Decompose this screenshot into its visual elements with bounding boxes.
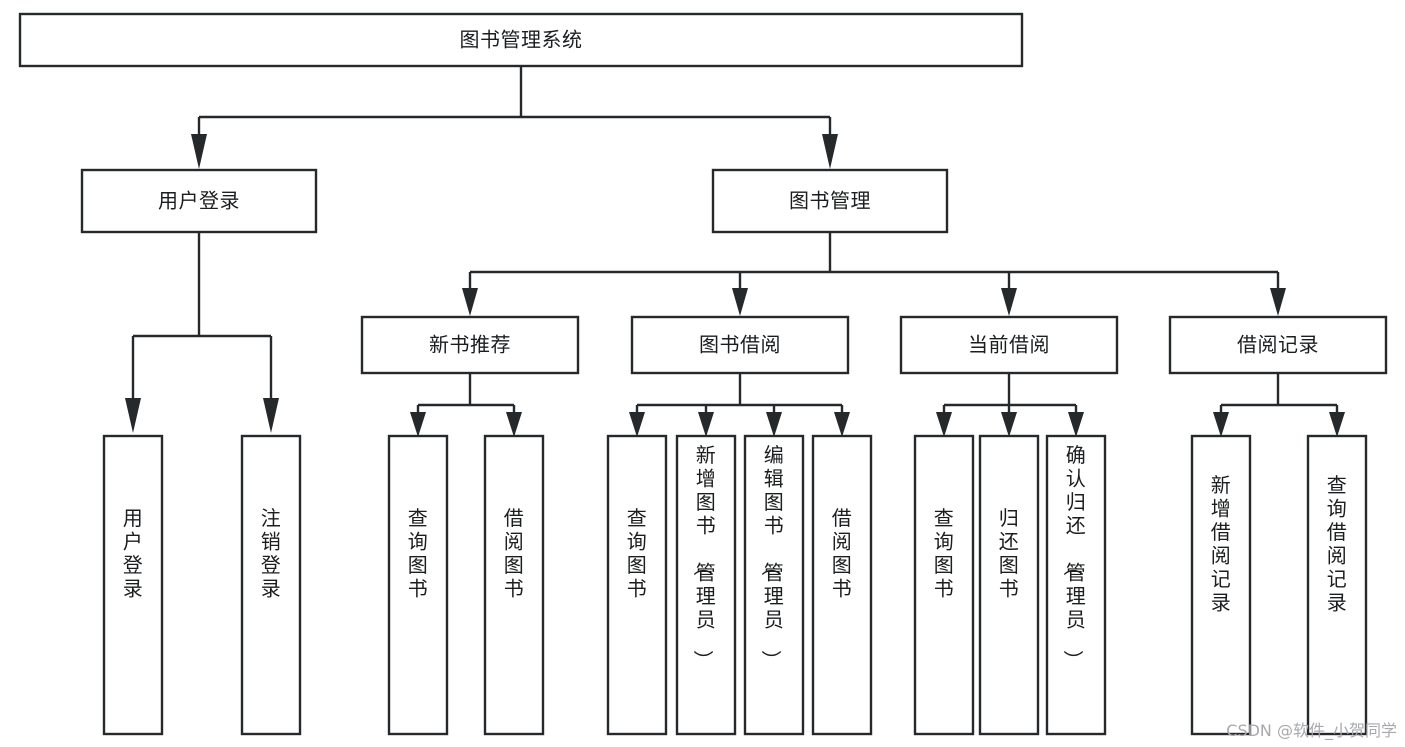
node-leaf-user-login-box[interactable]	[102, 434, 164, 736]
arrowhead-newbookrec	[462, 288, 478, 316]
node-user-login-label: 用户登录	[158, 189, 240, 213]
node-leaf-query-book-3-box[interactable]	[913, 434, 975, 736]
arrowhead-bookmanage	[822, 134, 838, 169]
arrowhead-leaf-add-book	[698, 412, 714, 437]
node-borrow-record-label: 借阅记录	[1237, 333, 1319, 357]
node-leaf-edit-book-box[interactable]	[743, 434, 805, 736]
arrowhead-currentborrow	[1001, 288, 1017, 316]
node-leaf-add-record-box[interactable]	[1190, 434, 1252, 736]
node-leaf-borrow-book-2[interactable]: 借阅图书	[811, 434, 873, 736]
node-user-login-box[interactable]	[80, 168, 318, 234]
node-user-login[interactable]: 用户登录	[80, 168, 318, 234]
node-leaf-borrow-book-2-label: 借阅图书	[832, 506, 853, 601]
edges-layer	[125, 66, 1345, 437]
arrowhead-leaf-query-record	[1329, 412, 1345, 437]
node-book-manage-label: 图书管理	[789, 189, 871, 213]
node-leaf-query-book-3-label: 查询图书	[934, 506, 955, 601]
node-leaf-query-record-label: 查询借阅记录	[1327, 473, 1348, 615]
node-leaf-query-book-1[interactable]: 查询图书	[387, 434, 449, 736]
node-new-book-rec[interactable]: 新书推荐	[360, 315, 580, 375]
arrowhead-leaf-query-book-2	[629, 412, 645, 437]
node-leaf-add-record[interactable]: 新增借阅记录	[1190, 434, 1252, 736]
node-root-box[interactable]	[18, 12, 1024, 68]
node-leaf-confirm-return[interactable]: 确认归还（管理员）	[1045, 434, 1107, 736]
node-leaf-query-book-1-box[interactable]	[387, 434, 449, 736]
node-book-borrow[interactable]: 图书借阅	[630, 315, 850, 375]
node-leaf-borrow-book-1-label: 借阅图书	[504, 506, 525, 601]
node-current-borrow-label: 当前借阅	[968, 333, 1050, 357]
node-leaf-user-login-label: 用户登录	[123, 506, 144, 601]
arrowhead-leaf-query-book-3	[936, 412, 952, 437]
node-current-borrow[interactable]: 当前借阅	[899, 315, 1119, 375]
node-root[interactable]: 图书管理系统	[18, 12, 1024, 68]
node-leaf-return-book-label: 归还图书	[999, 506, 1020, 601]
node-current-borrow-box[interactable]	[899, 315, 1119, 375]
node-leaf-logout-box[interactable]	[240, 434, 302, 736]
node-leaf-return-book[interactable]: 归还图书	[978, 434, 1040, 736]
node-leaf-borrow-book-1[interactable]: 借阅图书	[483, 434, 545, 736]
arrowhead-userlogin	[191, 134, 207, 169]
node-leaf-query-book-3[interactable]: 查询图书	[913, 434, 975, 736]
arrowhead-bookborrow	[732, 288, 748, 316]
node-leaf-query-record[interactable]: 查询借阅记录	[1306, 434, 1368, 736]
arrowhead-leaf-user-login	[125, 398, 141, 433]
node-leaf-borrow-book-1-box[interactable]	[483, 434, 545, 736]
arrowhead-leaf-add-record	[1213, 412, 1229, 437]
arrowhead-borrowrecord	[1270, 288, 1286, 316]
arrowhead-leaf-borrow-book-2	[834, 412, 850, 437]
node-leaf-return-book-box[interactable]	[978, 434, 1040, 736]
node-new-book-rec-label: 新书推荐	[429, 333, 511, 357]
node-leaf-edit-book-label: 编辑图书（管理员）	[759, 443, 785, 671]
arrowhead-leaf-return-book	[1001, 412, 1017, 437]
node-leaf-add-record-label: 新增借阅记录	[1211, 473, 1232, 615]
node-leaf-add-book[interactable]: 新增图书（管理员）	[675, 434, 737, 736]
node-book-borrow-box[interactable]	[630, 315, 850, 375]
node-leaf-confirm-return-label: 确认归还（管理员）	[1061, 443, 1087, 671]
node-leaf-query-book-1-label: 查询图书	[408, 506, 429, 601]
arrowhead-leaf-borrow-book-1	[506, 412, 522, 437]
node-leaf-query-book-2[interactable]: 查询图书	[606, 434, 668, 736]
node-leaf-add-book-label: 新增图书（管理员）	[691, 443, 717, 671]
node-leaf-edit-book[interactable]: 编辑图书（管理员）	[743, 434, 805, 736]
nodes-layer: 图书管理系统 用户登录 图书管理 新书推荐 图书借阅	[18, 12, 1388, 736]
arrowhead-leaf-edit-book	[766, 412, 782, 437]
node-book-borrow-label: 图书借阅	[699, 333, 781, 357]
node-leaf-add-book-box[interactable]	[675, 434, 737, 736]
node-borrow-record[interactable]: 借阅记录	[1168, 315, 1388, 375]
node-leaf-query-book-2-box[interactable]	[606, 434, 668, 736]
node-leaf-borrow-book-2-box[interactable]	[811, 434, 873, 736]
node-root-label: 图书管理系统	[460, 28, 583, 52]
node-leaf-logout[interactable]: 注销登录	[240, 434, 302, 736]
node-leaf-query-record-box[interactable]	[1306, 434, 1368, 736]
arrowhead-leaf-query-book-1	[410, 412, 426, 437]
node-new-book-rec-box[interactable]	[360, 315, 580, 375]
node-leaf-confirm-return-box[interactable]	[1045, 434, 1107, 736]
node-leaf-query-book-2-label: 查询图书	[627, 506, 648, 601]
node-borrow-record-box[interactable]	[1168, 315, 1388, 375]
arrowhead-leaf-logout	[263, 398, 279, 433]
node-leaf-user-login[interactable]: 用户登录	[102, 434, 164, 736]
arrowhead-leaf-confirm-return	[1068, 412, 1084, 437]
node-book-manage-box[interactable]	[711, 168, 949, 234]
node-book-manage[interactable]: 图书管理	[711, 168, 949, 234]
node-leaf-logout-label: 注销登录	[261, 506, 282, 601]
